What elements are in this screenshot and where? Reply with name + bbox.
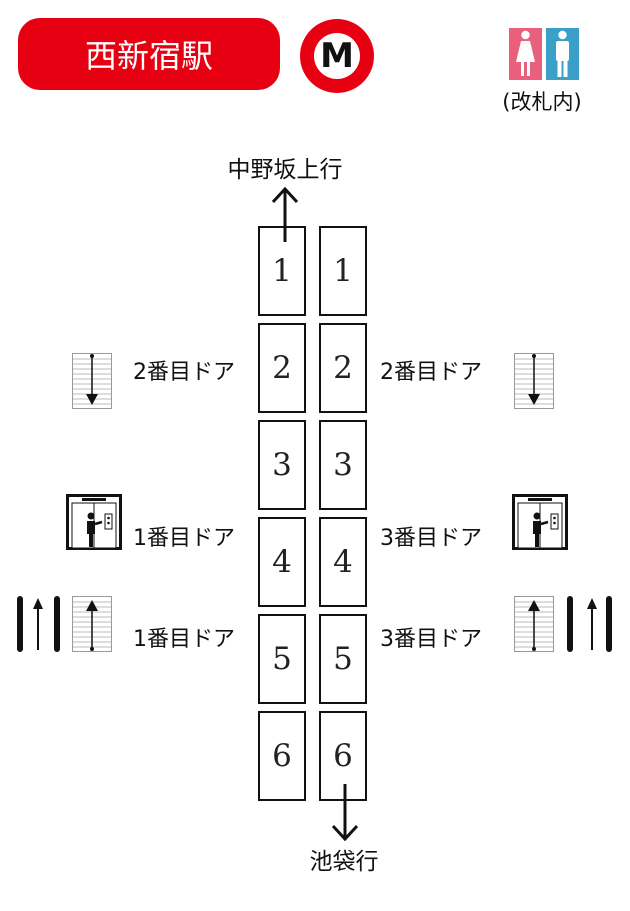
train-car: 4 bbox=[319, 517, 367, 607]
escalator-down-icon bbox=[72, 353, 112, 409]
door-position-label: 1番目ドア bbox=[133, 627, 235, 652]
door-position-label: 2番目ドア bbox=[380, 360, 482, 385]
train-car: 1 bbox=[258, 226, 306, 316]
escalator-up-with-stairs-icon bbox=[16, 596, 116, 652]
train-car: 2 bbox=[258, 323, 306, 413]
train-car: 6 bbox=[258, 711, 306, 801]
restroom-location-label: (改札内) bbox=[502, 90, 582, 114]
escalator-down-icon bbox=[514, 353, 554, 409]
arrow-up-icon bbox=[270, 186, 300, 244]
line-logo-letter: M bbox=[314, 33, 360, 79]
arrow-down-icon bbox=[330, 783, 360, 843]
direction-north-label: 中野坂上行 bbox=[227, 157, 343, 183]
elevator-icon bbox=[512, 494, 568, 550]
marunouchi-line-logo: M bbox=[300, 19, 374, 93]
door-position-label: 3番目ドア bbox=[380, 627, 482, 652]
train-car: 5 bbox=[319, 614, 367, 704]
train-car: 2 bbox=[319, 323, 367, 413]
door-position-label: 1番目ドア bbox=[133, 526, 235, 551]
station-name-badge: 西新宿駅 bbox=[18, 18, 280, 90]
elevator-icon bbox=[66, 494, 122, 550]
direction-south-label: 池袋行 bbox=[309, 849, 379, 875]
door-position-label: 2番目ドア bbox=[133, 360, 235, 385]
door-position-label: 3番目ドア bbox=[380, 526, 482, 551]
train-car: 4 bbox=[258, 517, 306, 607]
station-name: 西新宿駅 bbox=[84, 37, 213, 75]
train-car: 5 bbox=[258, 614, 306, 704]
train-car: 3 bbox=[319, 420, 367, 510]
train-car: 1 bbox=[319, 226, 367, 316]
train-car: 3 bbox=[258, 420, 306, 510]
escalator-up-with-stairs-icon bbox=[514, 596, 614, 652]
restroom-icon bbox=[509, 28, 579, 80]
train-car: 6 bbox=[319, 711, 367, 801]
